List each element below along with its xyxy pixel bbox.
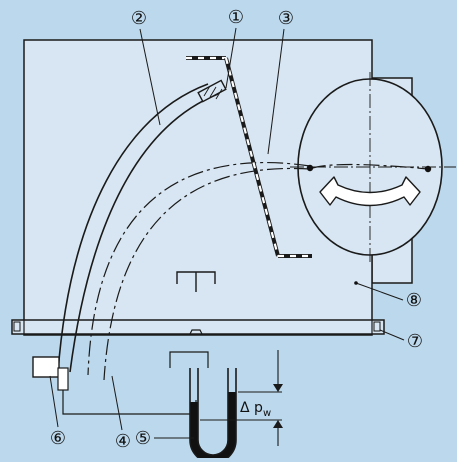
probe-head [32,356,60,378]
tube-high-pressure [62,390,197,415]
callout-3: ③ [278,8,294,29]
rail-foot-left [13,321,21,332]
pitot-tube-tip-hatching [203,85,223,100]
svg-text:③: ③ [278,8,294,29]
trajectory-inner [87,161,311,376]
probe-stem [57,367,69,391]
trajectory-point-right [424,165,432,173]
trajectory-curves [87,161,429,381]
t-mark [176,271,216,292]
callout-8: ⑧ [406,290,422,311]
callout-7: ⑦ [407,331,423,352]
manometer-glass [189,368,237,462]
callout-6: ⑥ [50,428,66,449]
tube-low-pressure [169,351,209,368]
svg-text:④: ④ [115,431,131,452]
rotation-arrow-icon [319,176,421,207]
callout-4: ④ [115,431,131,452]
svg-text:⑧: ⑧ [406,290,422,311]
pressure-subscript: w [263,408,271,419]
pitot-tube-outer-wall [57,83,209,373]
pressure-delta-symbol: Δ [240,400,250,416]
u-tube-manometer [189,368,237,462]
leader-dot-8 [354,281,358,285]
svg-text:①: ① [228,7,244,28]
trajectory-low [103,167,311,381]
svg-text:⑤: ⑤ [135,428,151,449]
svg-text:⑦: ⑦ [407,331,423,352]
callout-1: ① [228,7,244,28]
pressure-dimension [200,350,282,446]
divider-plate-diagonal-stripe [224,57,280,257]
pitot-tube-inner-wall [69,93,219,373]
callout-2: ② [131,8,147,29]
svg-text:⑥: ⑥ [50,428,66,449]
pressure-symbol: p [254,400,263,416]
housing-bottom-rail [11,319,385,335]
center-notch [189,329,203,335]
svg-text:②: ② [131,8,147,29]
dimension-arrow-top-icon [273,384,283,392]
trajectory-outer [309,163,429,170]
manometer-fluid [190,392,236,462]
dimension-arrow-bottom-icon [273,420,283,428]
housing [11,39,413,336]
trajectory-point-left [306,164,314,172]
leader-lines [49,27,405,439]
callout-5: ⑤ [135,428,151,449]
pitot-tube [57,83,219,373]
rail-foot-right [373,321,381,332]
